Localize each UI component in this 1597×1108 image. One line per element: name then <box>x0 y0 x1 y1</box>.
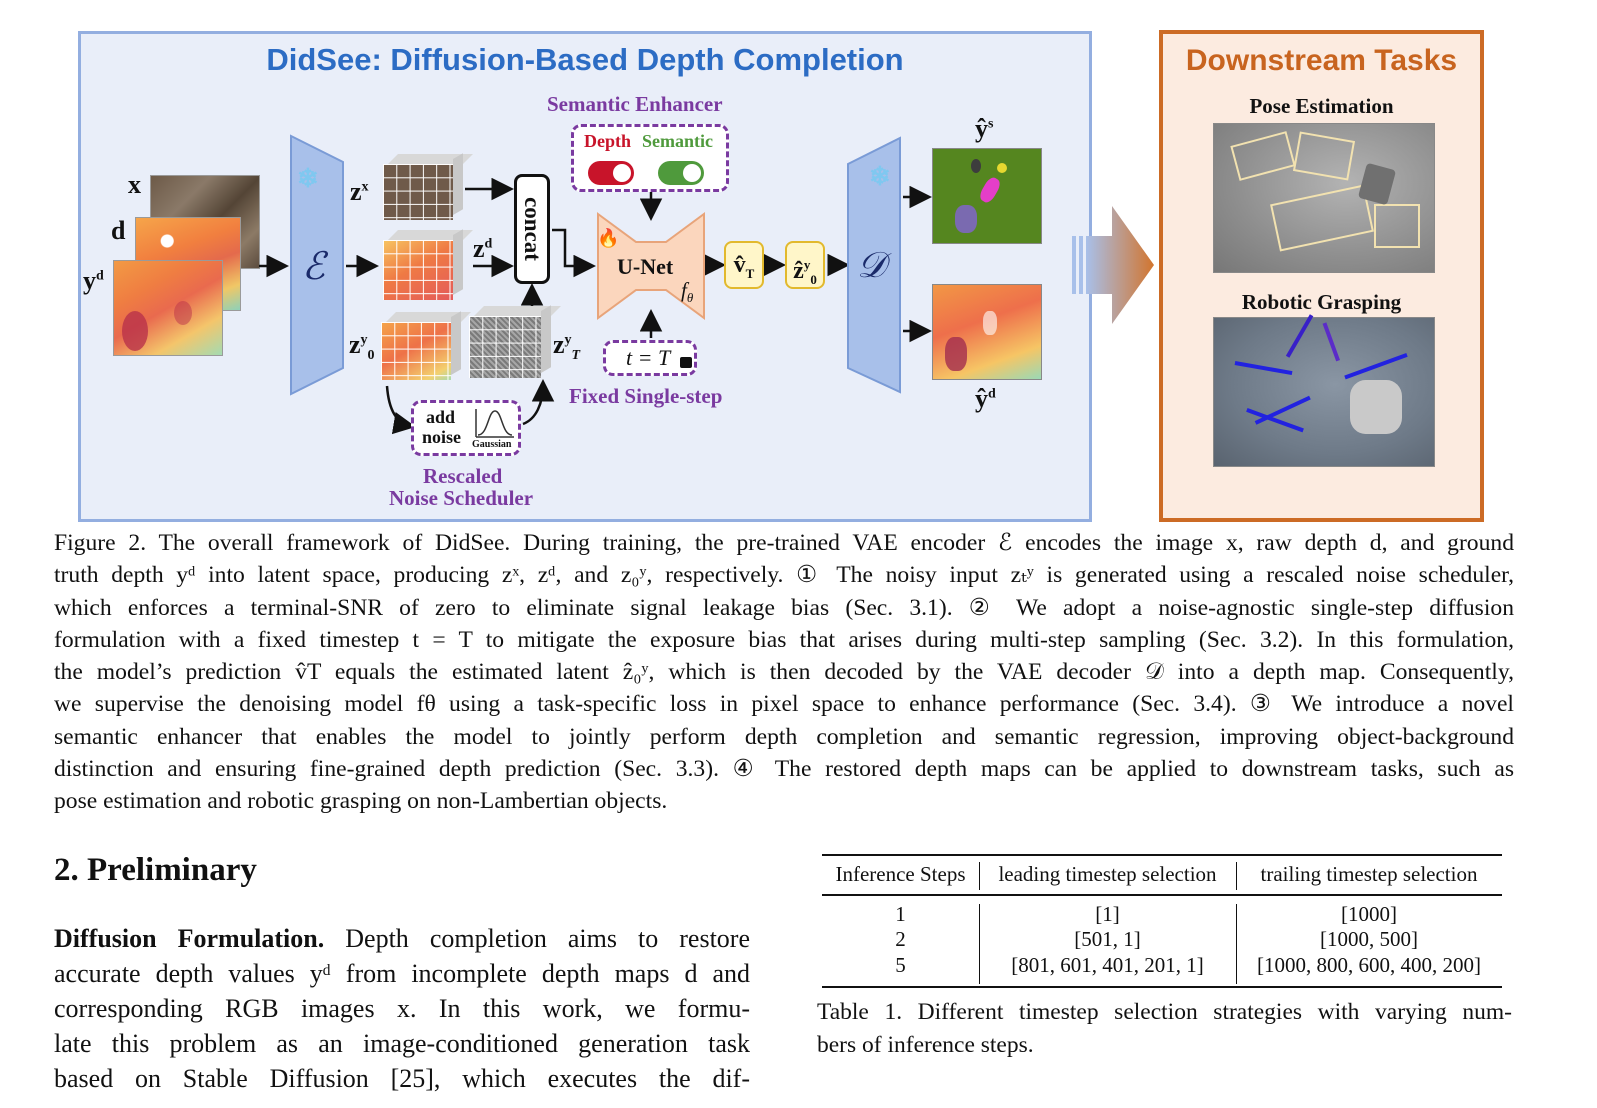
decoder-symbol: 𝒟 <box>857 245 886 285</box>
table-cell: 5 <box>895 953 906 977</box>
downstream-title: Downstream Tasks <box>1185 44 1458 77</box>
z0hat-box: ẑy0 <box>785 241 825 289</box>
downstream-panel: Downstream Tasks Pose Estimation Robotic… <box>1159 30 1484 522</box>
encoder-symbol: ℰ <box>302 246 326 288</box>
output-depth-label: ŷd <box>975 384 996 413</box>
table-caption: Table 1. Different timestep selection st… <box>817 996 1512 1061</box>
lock-icon <box>680 357 692 368</box>
table-header: Inference Steps <box>835 862 966 886</box>
caption-line: which enforces a terminal-SNR of zero to… <box>54 594 1514 621</box>
output-semantic-map <box>932 148 1042 244</box>
fire-icon: 🔥 <box>597 228 620 248</box>
figure-caption: Figure 2. The overall framework of DidSe… <box>54 527 1514 818</box>
scheduler-label-line1: Rescaled <box>423 464 503 488</box>
unet-label: U-Net <box>617 254 674 279</box>
caption-line: Figure 2. The overall framework of DidSe… <box>54 530 1514 556</box>
table-caption-line: bers of inference steps. <box>817 1031 1034 1058</box>
table-cell: [1] <box>1095 902 1120 926</box>
concat-block: concat <box>514 174 550 284</box>
latent-z0y-grid <box>381 311 471 380</box>
latent-zd-grid <box>383 229 473 300</box>
timestep-table: Inference Steps leading timestep selecti… <box>822 854 1502 994</box>
caption-line: the model’s prediction v̂T equals the es… <box>54 659 1514 686</box>
unet-param: fθ <box>681 278 694 306</box>
input-x-label: x <box>128 170 141 199</box>
table-vline <box>1236 904 1237 984</box>
body-line: late this problem as an image-conditione… <box>54 1029 750 1058</box>
transition-arrow <box>1072 206 1154 324</box>
latent-zTy-grid <box>469 305 561 378</box>
table-vline <box>979 862 980 890</box>
table-cell: 2 <box>895 927 906 951</box>
framework-title: DidSee: Diffusion-Based Depth Completion <box>266 42 904 77</box>
table-cell: [1000, 500] <box>1320 927 1418 951</box>
gaussian-label: Gaussian <box>472 439 512 450</box>
output-depth-map <box>932 284 1042 380</box>
table-vline <box>979 904 980 984</box>
table-rule-mid <box>822 894 1502 896</box>
vae-decoder <box>847 136 901 394</box>
caption-line: semantic enhancer that enables the model… <box>54 723 1514 750</box>
add-noise-line1: add <box>426 407 456 427</box>
input-d-label: d <box>111 216 126 245</box>
framework-panel: DidSee: Diffusion-Based Depth Completion… <box>78 31 1092 522</box>
body-line: corresponding RGB images x. In this work… <box>54 994 750 1023</box>
caption-line: formulation with a fixed timestep t = T … <box>54 626 1514 653</box>
decoder-snowflake-icon: ❄ <box>869 162 891 191</box>
section-body: Diffusion Formulation. Depth completion … <box>54 921 750 1096</box>
fixed-single-step-label: Fixed Single-step <box>569 384 723 408</box>
latent-zx-label: zx <box>350 177 369 206</box>
arrows-layer <box>259 177 932 435</box>
latent-zTy-label: zyT <box>553 330 581 364</box>
body-line: Diffusion Formulation. Depth completion … <box>54 924 750 953</box>
table-rule-top <box>822 854 1502 856</box>
input-yd-label: yd <box>83 266 104 295</box>
caption-line: distinction and ensuring fine-grained de… <box>54 756 1514 783</box>
robotic-grasping-image <box>1213 314 1435 467</box>
table-cell: 1 <box>895 902 906 926</box>
timestep-box: t = T <box>603 340 697 376</box>
scheduler-label-line2: Noise Scheduler <box>389 486 534 510</box>
table-cell: [1000] <box>1341 902 1397 926</box>
depth-toggle[interactable] <box>588 161 634 185</box>
table-vline <box>1236 862 1237 890</box>
latent-zd-label: zd <box>473 234 493 263</box>
semantic-enhancer-title: Semantic Enhancer <box>547 92 723 116</box>
depth-switch-label: Depth <box>584 131 632 151</box>
pose-estimation-image <box>1213 123 1435 273</box>
timestep-label: t = T <box>626 345 671 370</box>
vae-encoder <box>290 134 344 396</box>
table-cell: [1000, 800, 600, 400, 200] <box>1257 953 1481 977</box>
unet-block <box>597 212 705 320</box>
caption-line: truth depth yᵈ into latent space, produc… <box>54 562 1514 589</box>
table-cell: [801, 601, 401, 201, 1] <box>1011 953 1204 977</box>
semantic-toggle[interactable] <box>658 161 704 185</box>
table-header: leading timestep selection <box>998 862 1217 886</box>
add-noise-box: add noise Gaussian <box>411 400 521 456</box>
robotic-grasping-label: Robotic Grasping <box>1241 290 1402 314</box>
table-caption-line: Table 1. Different timestep selection st… <box>817 999 1512 1025</box>
vT-box: v̂T <box>724 241 764 289</box>
semantic-enhancer-switch-box: Depth Semantic <box>571 124 729 192</box>
body-line: based on Stable Diffusion [25], which ex… <box>54 1064 750 1093</box>
input-gt-depth-image <box>113 260 223 356</box>
add-noise-line2: noise <box>422 427 462 447</box>
table-cell: [501, 1] <box>1074 927 1141 951</box>
semantic-switch-label: Semantic <box>642 131 713 151</box>
section-title: 2. Preliminary <box>54 852 257 888</box>
body-line: accurate depth values yᵈ from incomplete… <box>54 959 750 988</box>
caption-line: pose estimation and robotic grasping on … <box>54 788 668 815</box>
paragraph-heading: Diffusion Formulation. <box>54 924 325 953</box>
output-sem-label: ŷs <box>975 114 994 143</box>
encoder-snowflake-icon: ❄ <box>297 164 319 193</box>
gaussian-icon <box>475 409 514 438</box>
latent-z0y-label: zy0 <box>349 330 375 364</box>
latent-zx-grid <box>383 153 473 220</box>
table-rule-bottom <box>822 986 1502 988</box>
table-header: trailing timestep selection <box>1260 862 1478 886</box>
pose-estimation-label: Pose Estimation <box>1249 94 1394 118</box>
caption-line: we supervise the denoising model fθ usin… <box>54 691 1514 718</box>
